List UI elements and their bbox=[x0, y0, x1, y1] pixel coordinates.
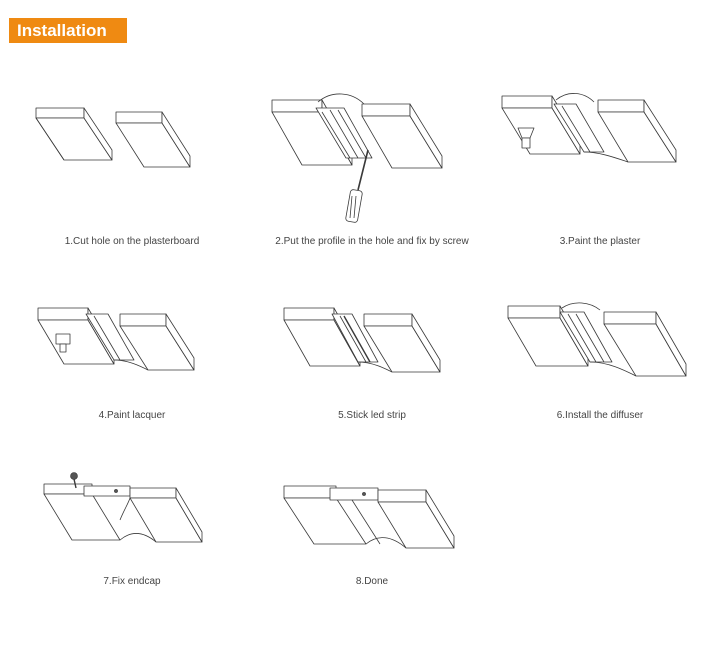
plasterboard-right bbox=[361, 103, 443, 169]
step-5: 5.Stick led strip bbox=[252, 300, 492, 430]
plasterboard-right bbox=[357, 313, 441, 373]
plasterboard-right bbox=[119, 487, 203, 543]
plasterboard-right bbox=[115, 111, 191, 168]
step-6-illustration bbox=[507, 302, 687, 377]
aluminium-profile bbox=[315, 93, 373, 159]
step-4-illustration bbox=[37, 307, 195, 371]
endcap-bar bbox=[329, 487, 379, 501]
step-2: 2.Put the profile in the hole and fix by… bbox=[252, 90, 492, 250]
step-7-caption: 7.Fix endcap bbox=[103, 576, 161, 587]
paint-brush-icon bbox=[55, 333, 71, 353]
plasterboard-right bbox=[351, 489, 455, 549]
aluminium-profile bbox=[553, 93, 605, 153]
plasterboard-right bbox=[113, 313, 195, 371]
plasterboard-right bbox=[589, 311, 687, 377]
aluminium-profile bbox=[85, 313, 135, 361]
step-1-illustration bbox=[35, 107, 191, 168]
step-3-illustration bbox=[501, 93, 677, 163]
step-2-illustration bbox=[271, 93, 443, 223]
step-5-caption: 5.Stick led strip bbox=[338, 410, 406, 421]
step-1-caption: 1.Cut hole on the plasterboard bbox=[64, 236, 200, 247]
step-6: 6.Install the diffuser bbox=[480, 300, 719, 430]
aluminium-profile bbox=[331, 313, 379, 363]
plasterboard-left bbox=[283, 485, 367, 545]
step-6-caption: 6.Install the diffuser bbox=[556, 410, 644, 421]
plaster-trowel-icon bbox=[517, 127, 535, 149]
step-7-illustration bbox=[43, 472, 203, 543]
endcap-bar bbox=[83, 485, 131, 497]
plasterboard-right bbox=[583, 99, 677, 163]
step-7: 7.Fix endcap bbox=[12, 470, 252, 590]
step-1: 1.Cut hole on the plasterboard bbox=[12, 90, 252, 250]
step-3: 3.Paint the plaster bbox=[480, 90, 719, 250]
step-2-caption: 2.Put the profile in the hole and fix by… bbox=[275, 236, 469, 247]
step-3-caption: 3.Paint the plaster bbox=[559, 236, 641, 247]
diffuser-profile bbox=[559, 302, 613, 363]
step-8-illustration bbox=[283, 485, 455, 549]
screwdriver-icon bbox=[345, 149, 369, 223]
step-8-caption: 8.Done bbox=[355, 576, 389, 587]
step-5-illustration bbox=[283, 307, 441, 373]
step-8: 8.Done bbox=[252, 470, 492, 590]
plasterboard-left bbox=[35, 107, 113, 161]
screw-icon bbox=[70, 472, 78, 489]
section-title: Installation bbox=[9, 18, 127, 43]
step-4-caption: 4.Paint lacquer bbox=[98, 410, 166, 421]
step-4: 4.Paint lacquer bbox=[12, 300, 252, 430]
